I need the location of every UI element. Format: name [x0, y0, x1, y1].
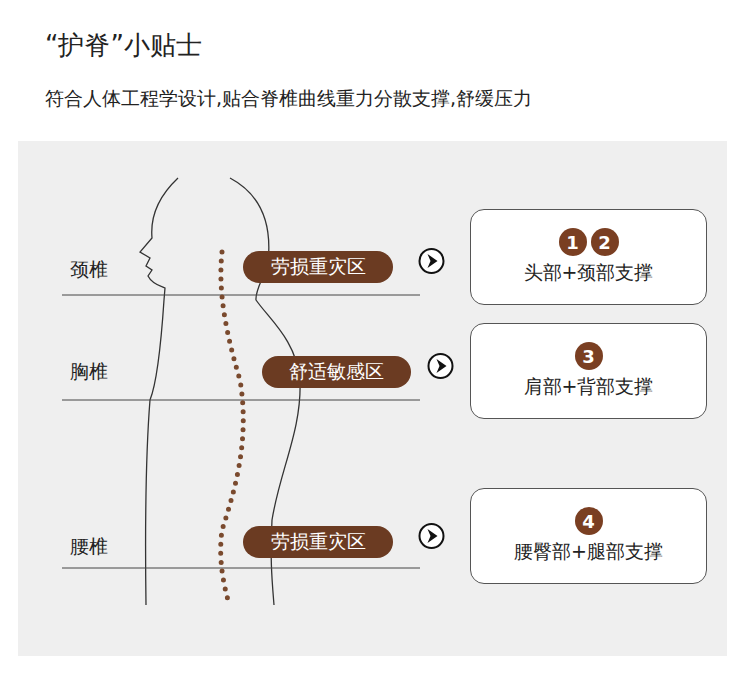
- arrow-icon: [429, 354, 453, 378]
- title: “护脊”小贴士: [45, 28, 202, 63]
- callout-number: 4: [575, 507, 603, 535]
- zone-tag: 劳损重灾区: [243, 526, 393, 558]
- support-text: 腰臀部+腿部支撑: [514, 539, 663, 565]
- support-text: 头部+颈部支撑: [524, 260, 654, 286]
- callout-number: 2: [591, 228, 619, 256]
- subtitle: 符合人体工程学设计,贴合脊椎曲线重力分散支撑,舒缓压力: [45, 86, 532, 112]
- number-row: 4: [575, 507, 603, 535]
- callout-number: 3: [575, 342, 603, 370]
- number-row: 3: [575, 342, 603, 370]
- zone-name: 劳损重灾区: [271, 254, 366, 280]
- callout-number: 1: [559, 228, 587, 256]
- support-text: 肩部+背部支撑: [524, 374, 654, 400]
- divider-line: [62, 295, 420, 296]
- zone-name: 劳损重灾区: [271, 529, 366, 555]
- support-box: 3 肩部+背部支撑: [470, 323, 707, 419]
- support-box: 4 腰臀部+腿部支撑: [470, 488, 707, 584]
- number-row: 12: [559, 228, 619, 256]
- axis-label: 腰椎: [70, 534, 108, 560]
- arrow-icon: [420, 524, 444, 548]
- spine-dots: [221, 252, 244, 600]
- arrow-icon: [420, 249, 444, 273]
- zone-name: 舒适敏感区: [289, 359, 384, 385]
- front-profile: [140, 178, 178, 605]
- zone-tag: 劳损重灾区: [243, 251, 393, 283]
- axis-label: 颈椎: [70, 257, 108, 283]
- axis-label: 胸椎: [70, 359, 108, 385]
- divider-line: [62, 568, 420, 569]
- zone-tag: 舒适敏感区: [262, 356, 411, 388]
- divider-line: [62, 400, 420, 401]
- support-box: 12 头部+颈部支撑: [470, 209, 707, 305]
